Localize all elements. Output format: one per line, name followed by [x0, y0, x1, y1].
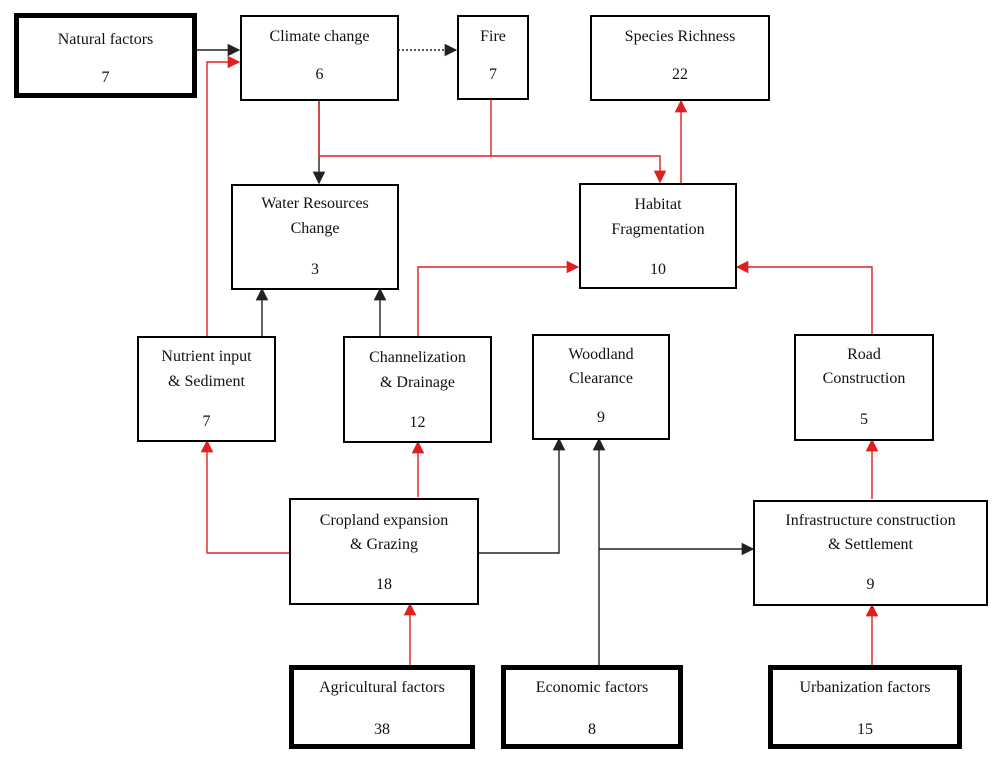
link-cropland-to-woodland — [478, 437, 566, 554]
node-channelization-label-2: & Drainage — [379, 374, 456, 391]
node-fire-count: 7 — [489, 66, 497, 83]
node-fire: Fire 7 — [457, 15, 529, 100]
node-woodland-clearance-label-1: Woodland — [568, 346, 634, 363]
node-road-construction-label-1: Road — [847, 346, 881, 363]
node-channelization-label-1: Channelization — [369, 349, 466, 366]
node-agricultural-factors: Agricultural factors 38 — [289, 665, 475, 749]
link-channel-to-habitat — [417, 260, 580, 336]
node-cropland-expansion-label-1: Cropland expansion — [319, 512, 449, 529]
node-urbanization-factors-label: Urbanization factors — [799, 679, 931, 696]
node-species-richness-count: 22 — [672, 66, 688, 83]
node-fire-label: Fire — [480, 28, 506, 45]
node-woodland-clearance: Woodland Clearance 9 — [532, 334, 670, 440]
node-economic-factors: Economic factors 8 — [501, 665, 683, 749]
node-water-resources-label-1: Water Resources — [261, 195, 369, 212]
node-road-construction: Road Construction 5 — [794, 334, 934, 441]
node-habitat-fragmentation-count: 10 — [650, 261, 666, 278]
node-cropland-expansion-label-2: & Grazing — [350, 536, 418, 553]
node-urbanization-factors: Urbanization factors 15 — [768, 665, 962, 749]
node-economic-factors-label: Economic factors — [535, 679, 649, 696]
node-nutrient-input-count: 7 — [202, 413, 211, 430]
node-nutrient-input-label-2: & Sediment — [168, 373, 245, 390]
node-road-construction-count: 5 — [860, 411, 868, 428]
node-urbanization-factors-count: 15 — [857, 721, 873, 738]
link-cropland-to-nutrient — [200, 439, 289, 554]
link-climate-to-habitat — [318, 100, 667, 184]
node-species-richness-label: Species Richness — [624, 28, 736, 45]
node-nutrient-input: Nutrient input & Sediment 7 — [137, 336, 276, 442]
node-road-construction-label-2: Construction — [822, 370, 906, 387]
node-woodland-clearance-label-2: Clearance — [569, 370, 633, 387]
node-water-resources-count: 3 — [311, 261, 319, 278]
node-water-resources-label-2: Change — [290, 220, 340, 237]
node-nutrient-input-label-1: Nutrient input — [161, 348, 252, 365]
link-road-to-habitat — [735, 260, 873, 334]
node-agricultural-factors-count: 38 — [374, 721, 390, 738]
node-habitat-fragmentation-label-2: Fragmentation — [611, 221, 705, 238]
node-agricultural-factors-label: Agricultural factors — [319, 679, 445, 696]
link-nutrient-to-climate — [206, 55, 241, 336]
node-species-richness: Species Richness 22 — [590, 15, 770, 101]
node-infrastructure-construction-label-1: Infrastructure construction — [785, 512, 956, 529]
node-infrastructure-construction: Infrastructure construction & Settlement… — [753, 500, 988, 606]
node-channelization: Channelization & Drainage 12 — [343, 336, 492, 443]
node-natural-factors-count: 7 — [101, 69, 110, 86]
node-cropland-expansion: Cropland expansion & Grazing 18 — [289, 498, 479, 605]
node-water-resources: Water Resources Change 3 — [231, 184, 399, 290]
node-infrastructure-construction-label-2: & Settlement — [828, 536, 913, 553]
node-natural-factors: Natural factors 7 — [14, 13, 197, 98]
node-cropland-expansion-count: 18 — [376, 576, 392, 593]
node-channelization-count: 12 — [409, 414, 426, 431]
node-natural-factors-label: Natural factors — [57, 31, 154, 48]
node-habitat-fragmentation-label-1: Habitat — [634, 196, 682, 213]
node-climate-change: Climate change 6 — [240, 15, 399, 101]
node-habitat-fragmentation: Habitat Fragmentation 10 — [579, 183, 737, 289]
node-infrastructure-construction-count: 9 — [866, 576, 875, 593]
node-woodland-clearance-count: 9 — [597, 409, 605, 426]
node-climate-change-count: 6 — [315, 66, 324, 83]
node-economic-factors-count: 8 — [588, 721, 596, 738]
node-climate-change-label: Climate change — [269, 28, 370, 45]
